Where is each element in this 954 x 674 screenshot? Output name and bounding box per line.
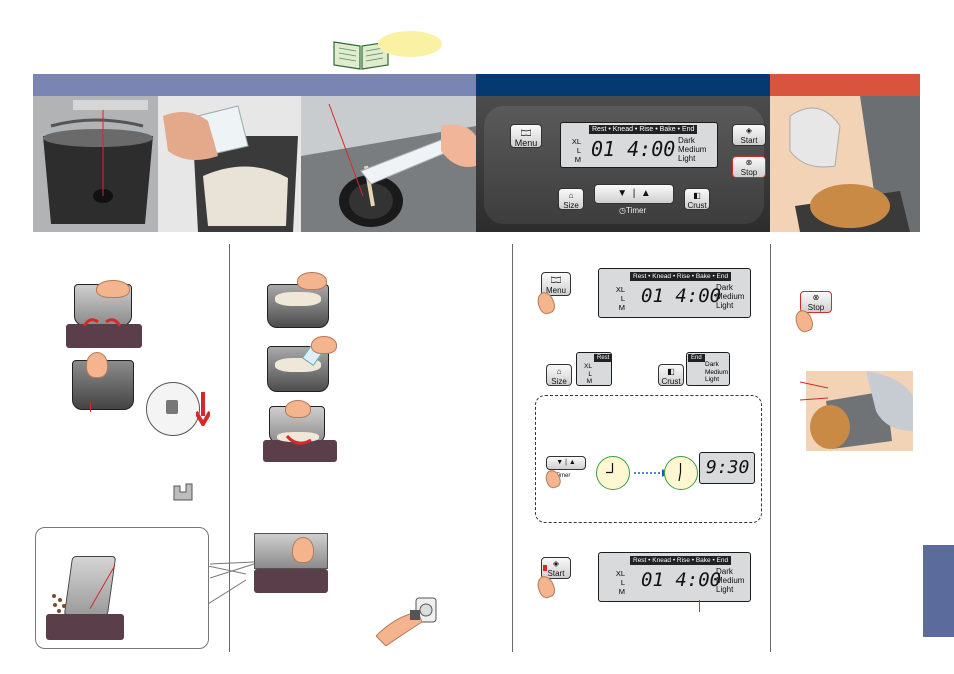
photo-removing-bread (770, 96, 920, 232)
side-tab (923, 545, 954, 637)
step-start-button[interactable]: ◈Start (541, 557, 571, 579)
size-loaf-icon: ⌂ (556, 367, 562, 376)
menu-book-icon (550, 276, 562, 284)
header-bar-prepare (33, 74, 476, 96)
stop-button[interactable]: ⊗Stop (732, 156, 766, 178)
menu-button[interactable]: Menu (510, 124, 542, 148)
stage-label: Rest • Knead • Rise • Bake • End (589, 125, 698, 134)
illustration-dispenser (46, 552, 124, 642)
divider-3 (770, 244, 771, 652)
start-button[interactable]: ◈Start (732, 124, 766, 146)
down-arrow-icon[interactable]: ▼ (556, 459, 564, 466)
illustration-bread-out (806, 371, 913, 451)
divider-1 (229, 244, 230, 652)
divider-2 (512, 244, 513, 652)
timer-clock-icon: ◷ (619, 206, 626, 215)
header-bar-finish (770, 74, 920, 96)
timer-lcd: 9:30 (699, 452, 755, 484)
crust-button[interactable]: ◧Crust (684, 188, 710, 210)
header-bar-setup (476, 74, 770, 96)
up-arrow-icon[interactable]: ▲ (640, 188, 651, 199)
crust-icon: ◧ (693, 191, 701, 200)
power-plug-icon (376, 597, 437, 646)
crust-list: Dark Medium Light (678, 136, 707, 163)
up-arrow-icon[interactable]: ▲ (568, 459, 576, 466)
stop-icon: ⊗ (812, 293, 820, 302)
illustration-step-insert (263, 400, 337, 464)
step-stop-button[interactable]: ⊗Stop (800, 291, 832, 313)
start-indicator-light (543, 565, 547, 571)
crust-icon: ◧ (667, 367, 675, 376)
step-size-button[interactable]: ⌂Size (546, 364, 572, 386)
photo-empty-bread-pan (33, 96, 158, 232)
timer-arrow-buttons[interactable]: ▼ | ▲ (594, 184, 674, 204)
leader-line (699, 600, 700, 612)
clock-start (596, 456, 630, 490)
photo-adding-flour (158, 96, 301, 232)
lcd-display: Rest • Knead • Rise • Bake • End XL L M … (560, 122, 718, 168)
yellow-badge (378, 31, 442, 57)
stop-icon: ⊗ (745, 158, 753, 167)
illustration-step-water (263, 336, 337, 394)
blade-icon (173, 483, 193, 501)
illustration-attach-blade (66, 352, 216, 444)
illustration-step-flour (263, 272, 337, 330)
timer-box: ▼ | ▲ ◷Timer 9:30 (535, 395, 762, 523)
start-icon: ◈ (745, 126, 753, 135)
down-arrow-icon[interactable]: ▼ (617, 188, 628, 199)
lcd-time: 01 4:00 (591, 137, 676, 161)
illustration-remove-pan (66, 280, 142, 350)
step-timer-buttons[interactable]: ▼ | ▲ (546, 456, 586, 470)
timer-label: ◷Timer (619, 206, 647, 215)
start-icon: ◈ (552, 559, 560, 568)
size-button[interactable]: ⌂Size (558, 188, 584, 210)
clock-end (664, 456, 698, 490)
photo-control-panel: Menu Rest • Knead • Rise • Bake • End XL… (476, 96, 770, 232)
size-list: XL L M (571, 137, 581, 164)
size-loaf-icon: ⌂ (568, 191, 574, 200)
illustration-close-lid (254, 533, 328, 593)
info-box (35, 527, 247, 649)
menu-book-icon (520, 129, 532, 137)
step-crust-button[interactable]: ◧Crust (658, 364, 684, 386)
photo-adding-yeast (301, 96, 476, 232)
